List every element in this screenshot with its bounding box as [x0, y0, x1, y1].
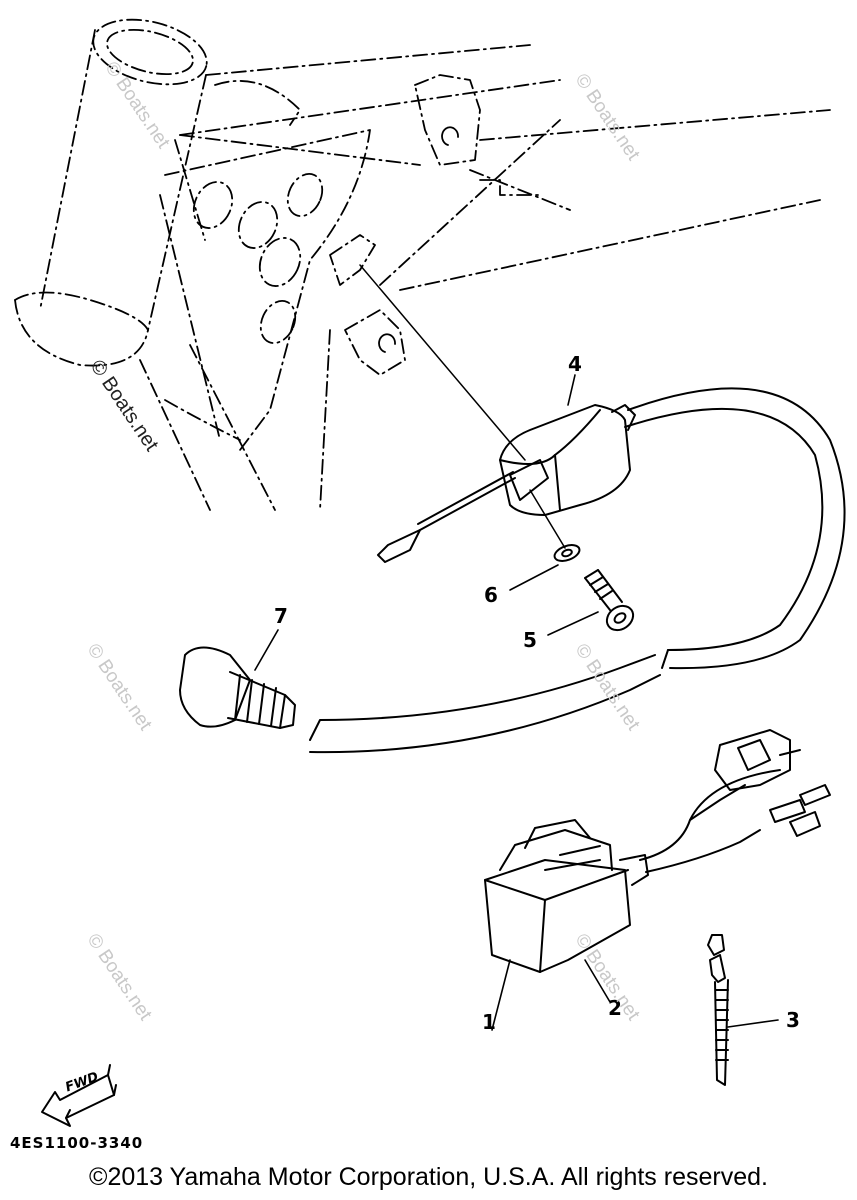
mounting-guide-line — [529, 489, 566, 549]
callout-5: 5 — [523, 628, 537, 652]
frame-brackets — [378, 126, 459, 353]
washer — [553, 544, 581, 562]
cdi-unit — [484, 729, 831, 973]
diagram-code: 4ES1100-3340 — [10, 1134, 144, 1152]
fwd-arrow-icon — [41, 1064, 117, 1127]
callout-6: 6 — [484, 583, 498, 607]
copyright-notice: ©2013 Yamaha Motor Corporation, U.S.A. A… — [89, 1163, 768, 1191]
frame-outline — [14, 18, 831, 511]
callout-2: 2 — [608, 996, 622, 1020]
cable-tie — [707, 934, 729, 1086]
callout-1: 1 — [482, 1010, 496, 1034]
leader-lines — [254, 374, 779, 1031]
bolt — [584, 569, 635, 632]
spark-plug-cap — [179, 646, 296, 729]
mounting-guide-line — [359, 264, 526, 461]
ignition-coil — [309, 387, 846, 754]
callout-3: 3 — [786, 1008, 800, 1032]
callout-7: 7 — [274, 604, 288, 628]
callout-4: 4 — [568, 352, 582, 376]
